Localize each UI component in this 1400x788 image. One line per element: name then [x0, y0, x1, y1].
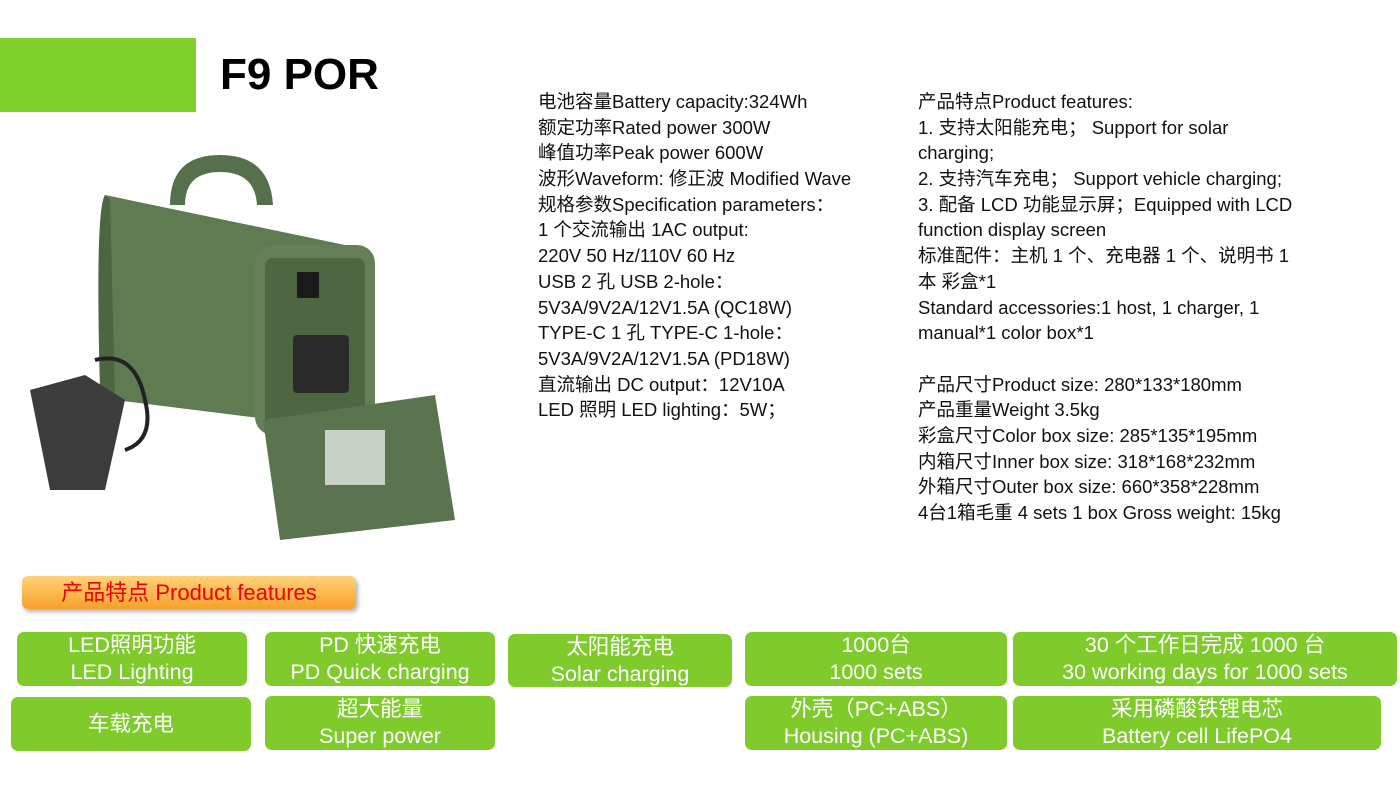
spec-line: Standard accessories:1 host, 1 charger, … [918, 296, 1260, 318]
features-banner: 产品特点 Product features [22, 576, 356, 609]
feature-cn: 外壳（PC+ABS） [790, 697, 962, 721]
feature-1000-sets: 1000台 1000 sets [745, 632, 1007, 686]
feature-en: Housing (PC+ABS) [783, 724, 969, 748]
spec-line: USB 2 孔 USB 2-hole： [538, 270, 734, 292]
spec-line: 产品特点Product features: [918, 91, 1133, 112]
feature-cn: 1000台 [841, 633, 911, 657]
spec-line: 4台1箱毛重 4 sets 1 box Gross weight: 15kg [918, 502, 1281, 523]
feature-cn: 超大能量 [336, 697, 423, 721]
feature-30-days: 30 个工作日完成 1000 台 30 working days for 100… [1013, 632, 1397, 686]
spec-line: 1 个交流输出 1AC output: [538, 219, 749, 241]
spec-line [918, 346, 1292, 372]
spec-line: 内箱尺寸Inner box size: 318*168*232mm [918, 450, 1256, 472]
spec-line: 直流输出 DC output：12V10A [538, 373, 785, 395]
spec-line: 产品重量Weight 3.5kg [918, 399, 1100, 421]
spec-line: 5V3A/9V2A/12V1.5A (QC18W) [538, 296, 792, 318]
page-title: F9 POR [220, 50, 379, 99]
feature-housing: 外壳（PC+ABS） Housing (PC+ABS) [745, 696, 1007, 750]
feature-vehicle-charging: 车载充电 [11, 697, 251, 751]
spec-line: charging; [918, 142, 995, 164]
spec-line: 外箱尺寸Outer box size: 660*358*228mm [918, 476, 1260, 498]
spec-line: 规格参数Specification parameters： [538, 193, 835, 215]
feature-cn: LED照明功能 [68, 633, 196, 657]
feature-super-power: 超大能量 Super power [265, 696, 495, 750]
feature-en: Super power [319, 724, 441, 748]
spec-line: 波形Waveform: 修正波 Modified Wave [538, 168, 852, 190]
spec-line: 彩盒尺寸Color box size: 285*135*195mm [918, 424, 1258, 446]
spec-line: 电池容量Battery capacity:324Wh [538, 91, 808, 112]
power-station [98, 155, 455, 540]
feature-en: Battery cell LifePO4 [1101, 724, 1292, 748]
feature-led-lighting: LED照明功能 LED Lighting [17, 632, 247, 686]
spec-list-left: 电池容量Battery capacity:324Wh 额定功率Rated powe… [538, 89, 851, 423]
spec-line: 3. 配备 LCD 功能显示屏；Equipped with LCD [918, 193, 1293, 215]
spec-line: TYPE-C 1 孔 TYPE-C 1-hole： [538, 322, 793, 344]
feature-cn: 车载充电 [87, 711, 174, 736]
feature-cn: 采用磷酸铁锂电芯 [1110, 697, 1283, 721]
feature-solar-charging: 太阳能充电 Solar charging [508, 634, 732, 687]
feature-en: PD Quick charging [290, 660, 470, 684]
title-accent-bar [0, 38, 196, 112]
spec-line: LED 照明 LED lighting：5W； [538, 399, 786, 421]
feature-cn: PD 快速充电 [319, 633, 441, 657]
feature-cn: 30 个工作日完成 1000 台 [1084, 633, 1326, 657]
spec-line: manual*1 color box*1 [918, 322, 1094, 344]
spec-list-right: 产品特点Product features: 1. 支持太阳能充电； Support… [918, 89, 1292, 526]
spec-line: 5V3A/9V2A/12V1.5A (PD18W) [538, 347, 790, 369]
feature-battery-cell: 采用磷酸铁锂电芯 Battery cell LifePO4 [1013, 696, 1381, 750]
spec-line: 2. 支持汽车充电； Support vehicle charging; [918, 168, 1282, 190]
spec-line: 本 彩盒*1 [918, 270, 997, 292]
spec-line: 额定功率Rated power 300W [538, 116, 771, 138]
product-image [30, 155, 455, 540]
spec-line: 峰值功率Peak power 600W [538, 142, 764, 164]
feature-cn: 太阳能充电 [566, 634, 674, 659]
feature-en: 30 working days for 1000 sets [1062, 660, 1348, 684]
feature-en: LED Lighting [70, 660, 194, 684]
spec-line: 标准配件：主机 1 个、充电器 1 个、说明书 1 [918, 245, 1290, 267]
feature-en: Solar charging [550, 661, 690, 686]
spec-line: 220V 50 Hz/110V 60 Hz [538, 245, 736, 267]
spec-line: 产品尺寸Product size: 280*133*180mm [918, 373, 1242, 395]
feature-en: 1000 sets [829, 660, 923, 684]
spec-line: 1. 支持太阳能充电； Support for solar [918, 116, 1229, 138]
spec-line: function display screen [918, 219, 1107, 241]
feature-pd-charging: PD 快速充电 PD Quick charging [265, 632, 495, 686]
charger-adapter [30, 356, 150, 490]
